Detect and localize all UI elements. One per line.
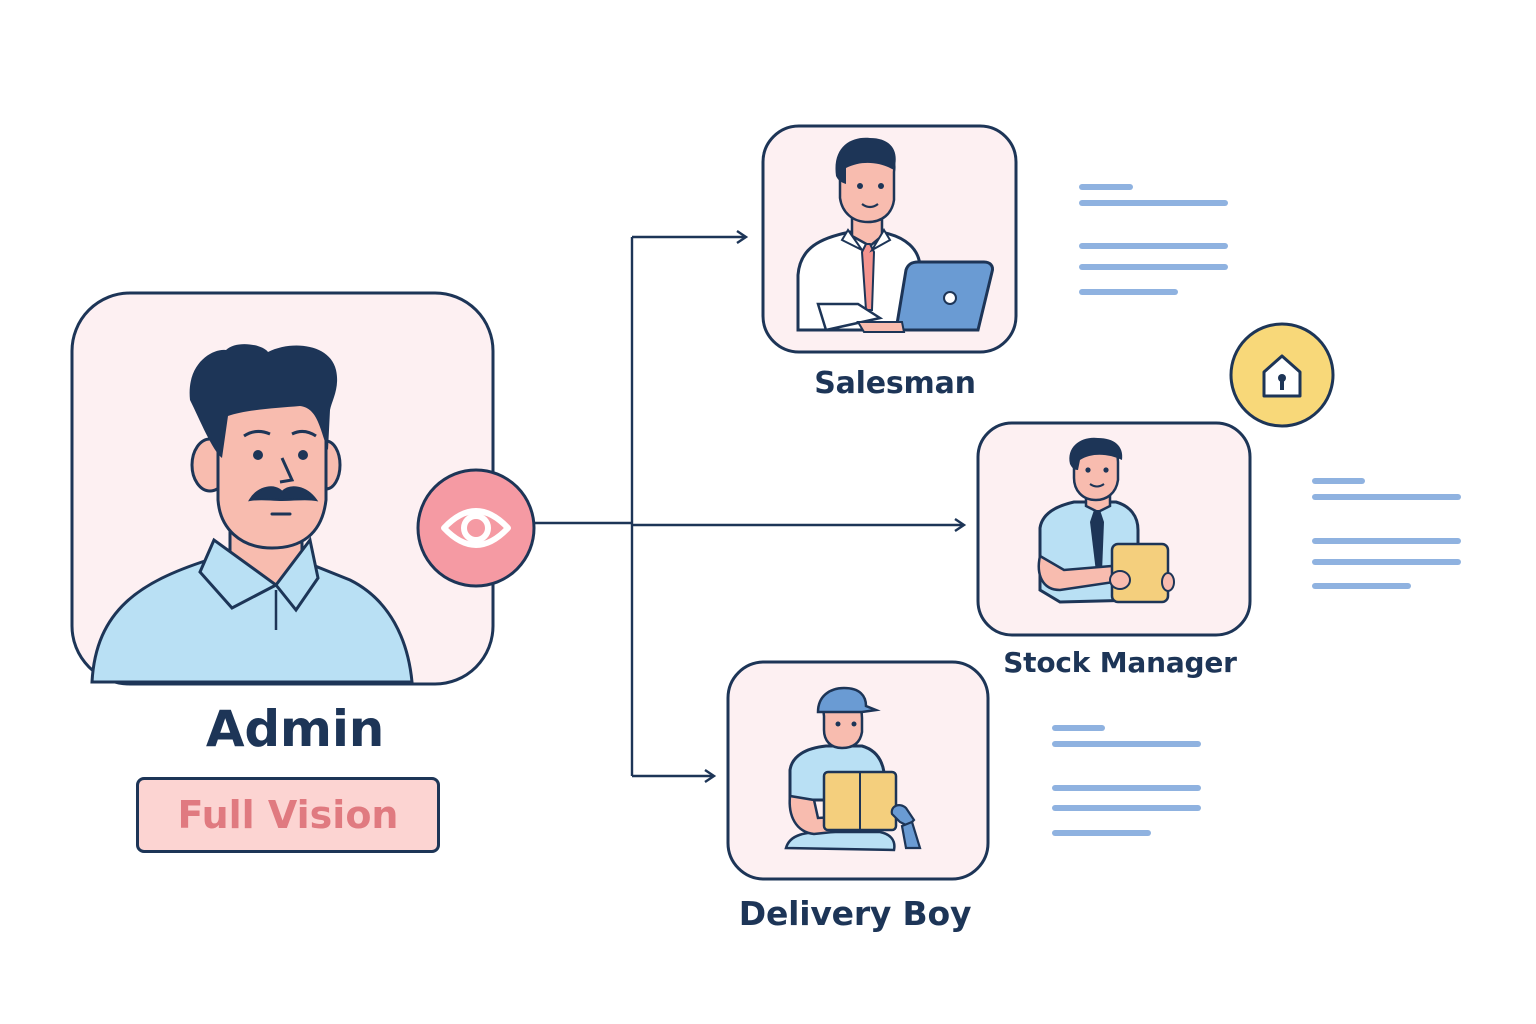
delivery-boy-detail-lines [1052,725,1201,836]
salesman-label: Salesman [814,366,976,401]
admin-avatar [90,344,414,684]
stock-manager-detail-lines [1312,478,1461,589]
delivery-boy-card[interactable] [726,660,990,881]
salesman-card[interactable] [761,124,1018,354]
salesman-avatar [796,137,994,333]
admin-card [70,291,495,686]
eye-icon[interactable] [416,468,536,588]
stock-manager-avatar [1037,437,1175,604]
delivery-boy-avatar [784,686,922,852]
lock-icon [1229,322,1335,428]
salesman-detail-lines [1079,184,1228,295]
admin-label: Admin [205,700,385,758]
stock-manager-card[interactable] [976,421,1252,637]
stock-manager-label: Stock Manager [1003,646,1237,679]
connectors [530,230,967,783]
full-vision-badge: Full Vision [136,777,440,853]
delivery-boy-label: Delivery Boy [738,894,972,933]
